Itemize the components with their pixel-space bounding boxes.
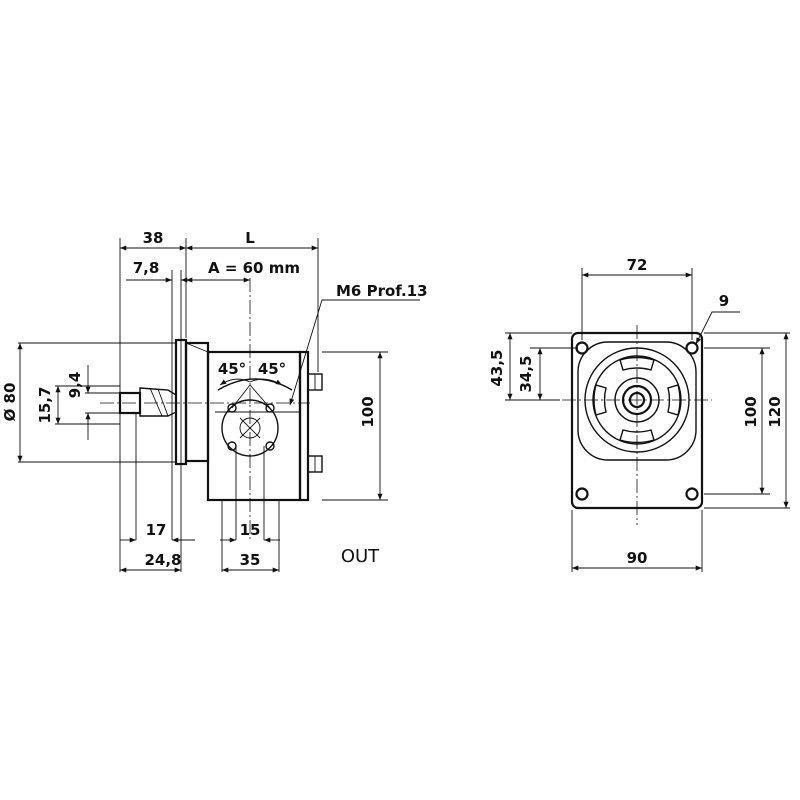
dim-9: 9 <box>719 292 729 310</box>
dim-7-8: 7,8 <box>133 259 160 277</box>
dim-120: 120 <box>766 396 784 427</box>
dim-43-5: 43,5 <box>488 349 506 386</box>
dimension-lines <box>17 245 420 573</box>
dim-L: L <box>245 229 255 247</box>
dim-15-7: 15,7 <box>36 386 54 423</box>
front-dimension-lines <box>507 272 789 571</box>
dim-38: 38 <box>143 229 164 247</box>
dim-100-side: 100 <box>359 396 377 427</box>
dim-9-4: 9,4 <box>66 372 84 399</box>
thread-callout: M6 Prof.13 <box>336 282 428 300</box>
outlet-port <box>215 378 300 457</box>
dim-90: 90 <box>627 549 648 567</box>
pump-body-outline <box>174 338 323 502</box>
dim-15: 15 <box>240 521 261 539</box>
front-extension-lines <box>505 268 790 572</box>
dim-dia80: Ø 80 <box>1 383 19 422</box>
port-label-out: OUT <box>341 546 380 567</box>
dim-17: 17 <box>146 521 167 539</box>
dim-35: 35 <box>240 551 261 569</box>
dim-100-front: 100 <box>742 396 760 427</box>
front-view: 72 9 43,5 34,5 100 120 90 <box>488 256 790 572</box>
dim-72: 72 <box>627 256 648 274</box>
angle-left: 45° <box>218 360 246 378</box>
extension-lines <box>18 238 388 572</box>
dim-34-5: 34,5 <box>517 355 535 392</box>
dim-24-8: 24,8 <box>144 551 181 569</box>
dim-A: A = 60 mm <box>208 259 300 277</box>
side-view: 38 L 7,8 A = 60 mm M6 Prof.13 45° 45° Ø … <box>1 229 428 573</box>
angle-right: 45° <box>258 360 286 378</box>
drive-shaft <box>118 387 177 417</box>
